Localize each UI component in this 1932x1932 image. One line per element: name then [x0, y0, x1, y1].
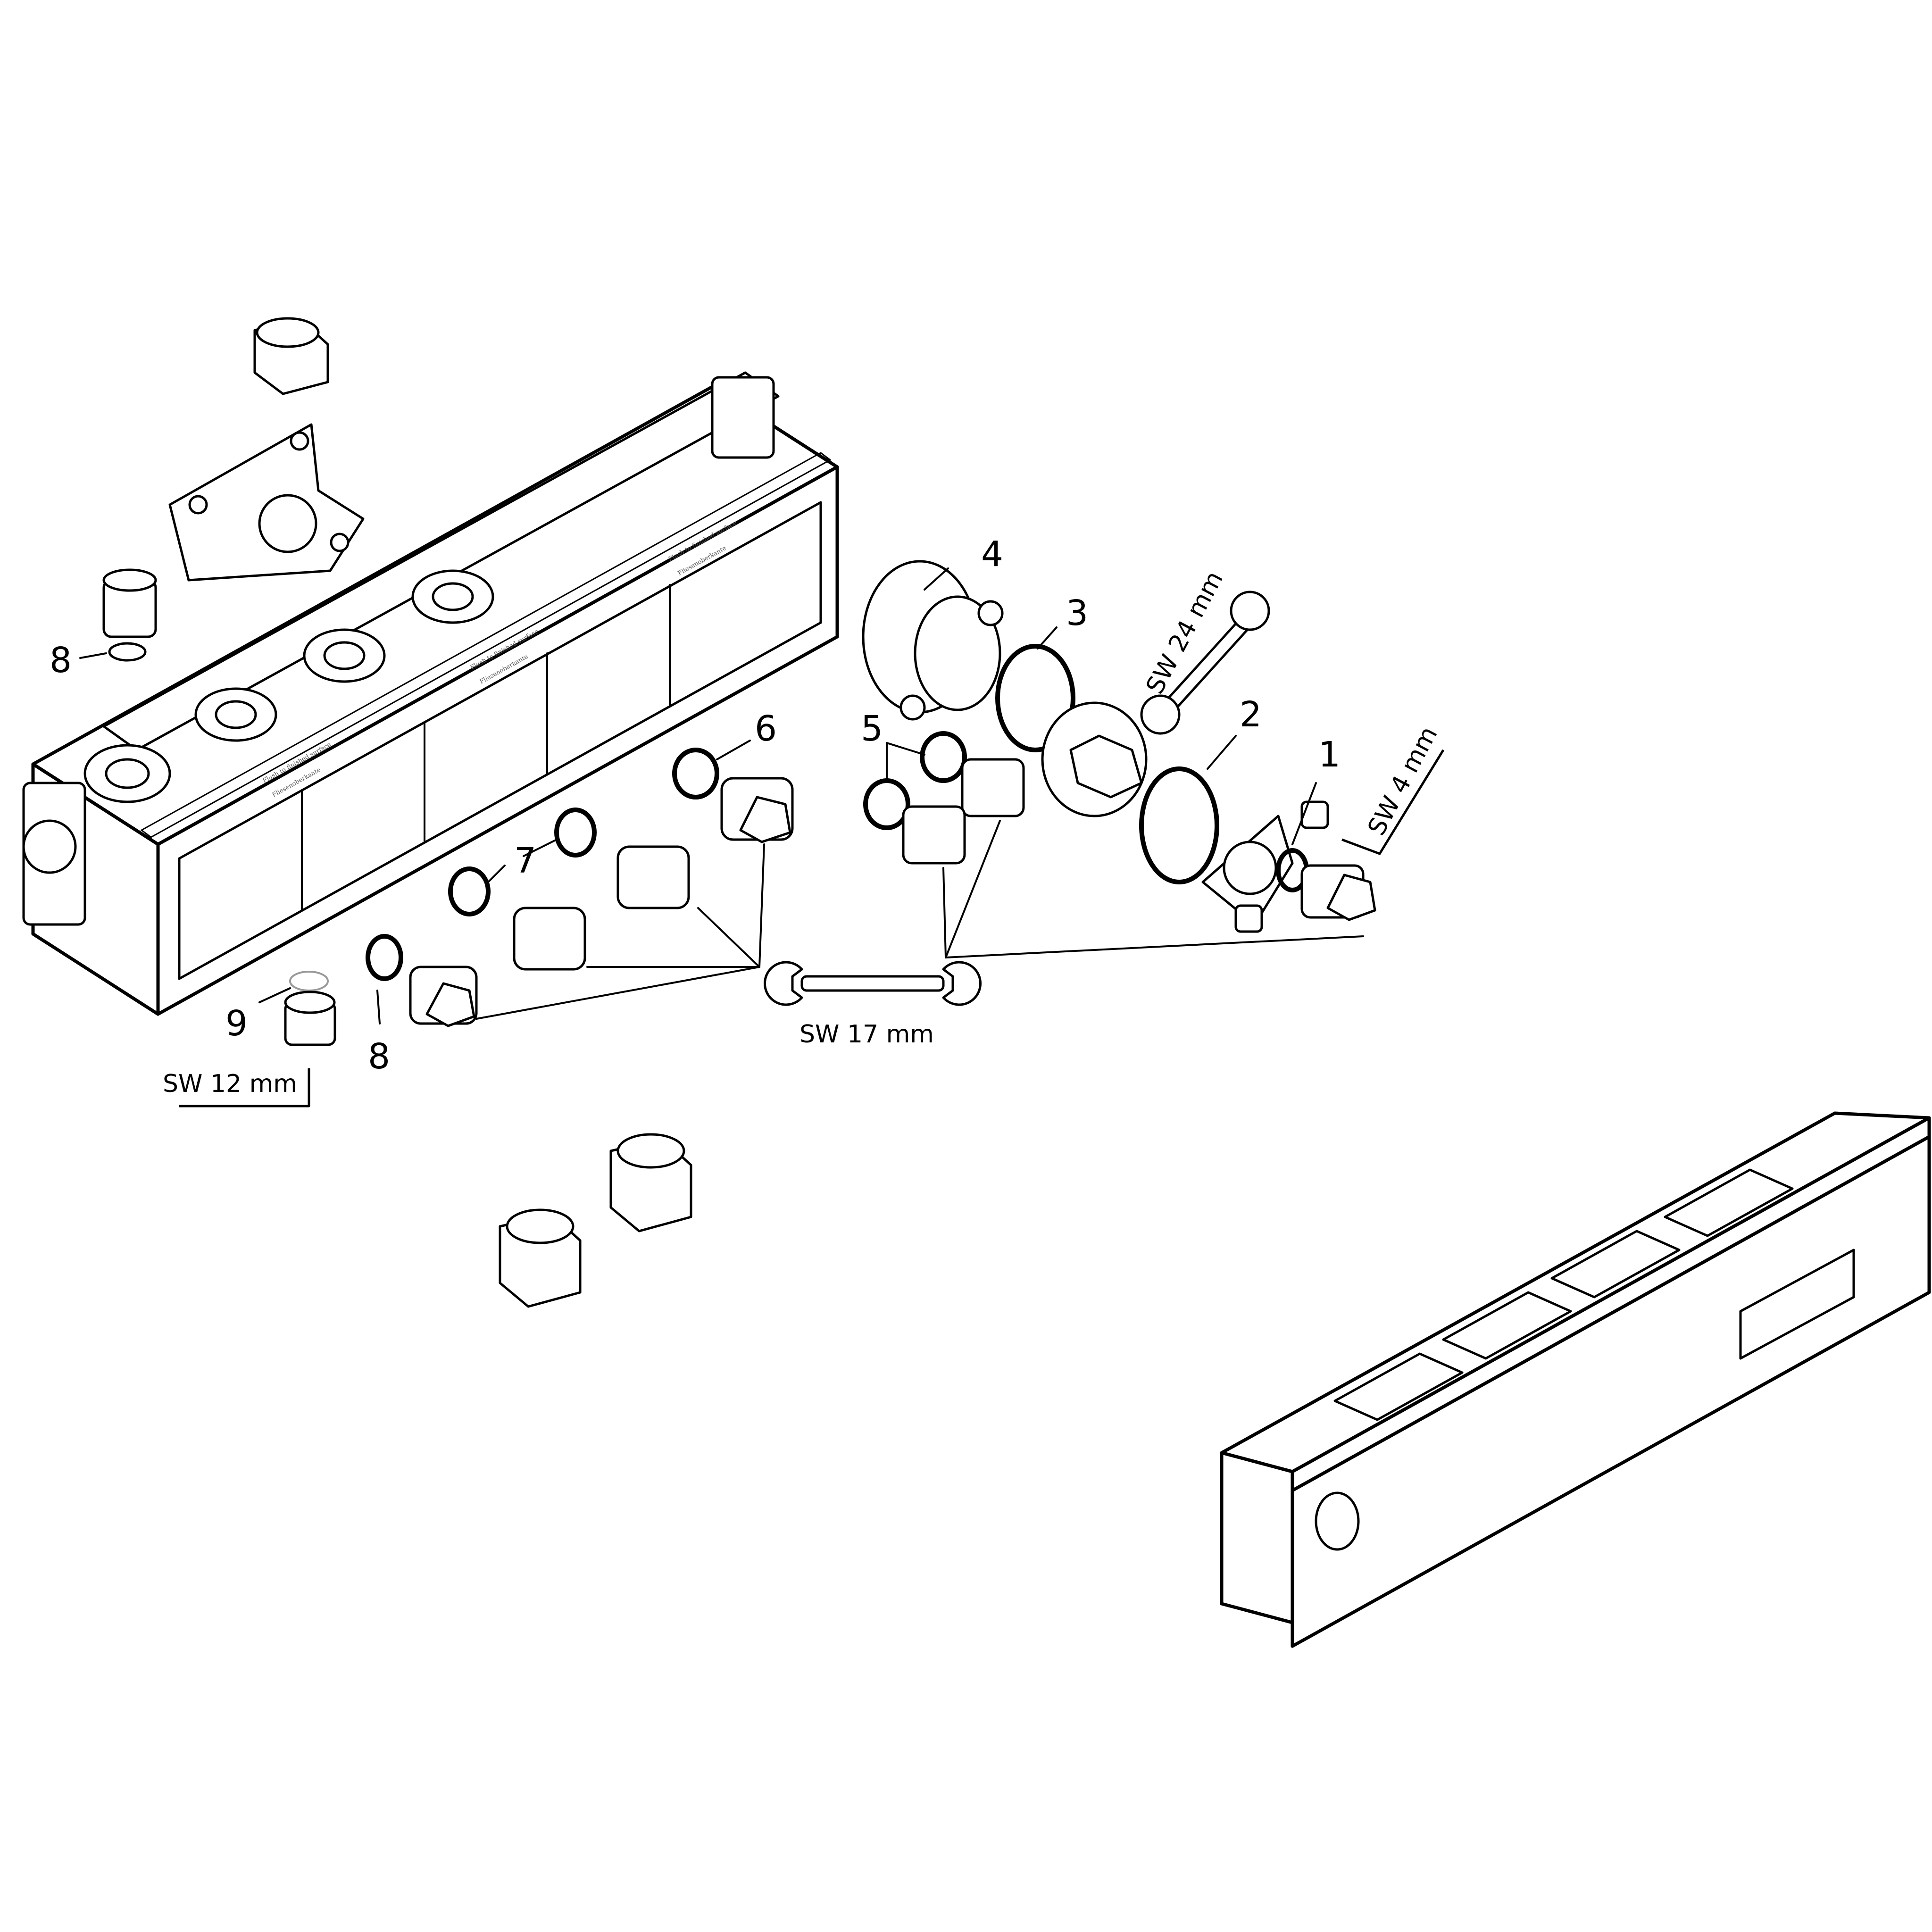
cartridge-sleeve-4: [862, 560, 1004, 721]
o-ring-8: [366, 934, 403, 981]
check-valves-5: [902, 758, 1025, 865]
diverter-cartridge: [1041, 701, 1148, 817]
left-inlet-port: [22, 819, 77, 874]
callout-5: 5: [861, 708, 883, 749]
o-ring-3: [995, 644, 1075, 752]
wrench-17-label: SW 17 mm: [799, 1020, 934, 1049]
callout-8-bottom: 8: [368, 1036, 390, 1077]
callout-1: 1: [1318, 734, 1341, 775]
o-rings-5: [863, 731, 967, 830]
check-valves-7: [513, 845, 690, 971]
o-ring-2: [1139, 766, 1219, 884]
left-seal-ring-8: [108, 642, 147, 662]
callout-6: 6: [755, 708, 777, 749]
right-mounting-bracket: [711, 376, 775, 459]
concealed-housing-body: Flush to finished surface Fliesenoberkan…: [22, 371, 839, 1016]
check-valve-8: [409, 966, 478, 1027]
top-left-plug: [102, 568, 157, 662]
top-union-nut: [253, 317, 329, 395]
union-nut-back: [609, 1133, 692, 1232]
callout-7: 7: [514, 841, 536, 881]
check-valve-right: [1300, 864, 1376, 921]
o-rings-7: [448, 808, 597, 916]
union-nut-front: [499, 1208, 582, 1308]
plug-9: [284, 971, 336, 1046]
callout-numbers: 4 3 2 1 5 6 7 8 8 9: [50, 534, 1341, 1077]
o-ring-6: [672, 748, 719, 799]
cap-screws: [1234, 800, 1329, 933]
mounting-plate: [168, 423, 365, 582]
callout-4: 4: [981, 534, 1003, 575]
callout-3: 3: [1066, 593, 1088, 633]
callout-8-left: 8: [50, 640, 72, 681]
plaster-guard-cover: [1220, 1111, 1931, 1648]
hex-key-12-label: SW 12 mm: [163, 1070, 297, 1098]
hex-key-12mm: [179, 1068, 310, 1108]
open-end-wrench-17mm: [764, 961, 982, 1006]
hex-key-4mm: [1341, 749, 1445, 855]
top-outlet-ports: [83, 569, 494, 803]
callout-2: 2: [1240, 694, 1262, 735]
leader-lines: [79, 567, 1364, 1024]
check-valve-6: [720, 777, 794, 843]
callout-9: 9: [225, 1003, 248, 1044]
hex-key-4-label: SW 4 mm: [1363, 722, 1443, 841]
open-end-wrench-24mm: [1140, 591, 1270, 735]
